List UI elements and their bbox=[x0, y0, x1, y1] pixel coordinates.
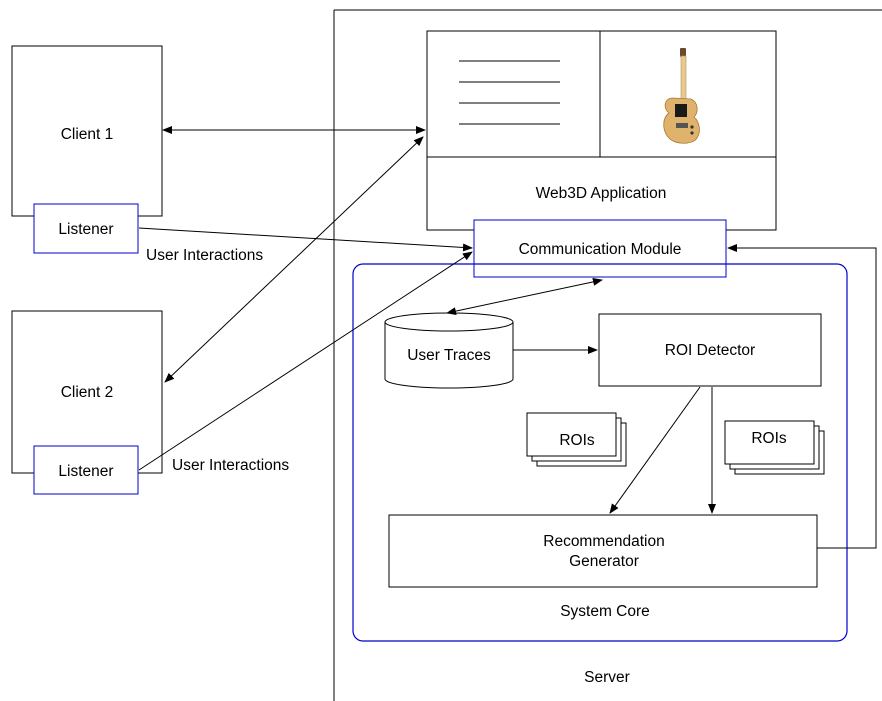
recommendation-generator-box bbox=[388, 514, 818, 588]
roi-detector-box bbox=[598, 313, 822, 387]
recommendation-generator-label-line-2: Generator bbox=[569, 553, 639, 570]
user-traces-label: User Traces bbox=[407, 347, 491, 364]
rois-stack-left bbox=[526, 412, 627, 467]
client-1-listener-box bbox=[33, 203, 139, 254]
arrow-listener1-comm bbox=[138, 227, 473, 252]
client-1-box bbox=[11, 45, 163, 217]
rois-right-label: ROIs bbox=[751, 430, 787, 447]
client-1-label: Client 1 bbox=[61, 126, 114, 143]
text-lines-icon bbox=[459, 60, 560, 125]
rois-stack-right bbox=[724, 420, 825, 475]
arrow-traces-comm bbox=[446, 277, 603, 316]
server-label: Server bbox=[584, 669, 630, 686]
client-2-listener-label: Listener bbox=[58, 463, 113, 480]
electric-guitar-icon bbox=[663, 48, 700, 144]
client-2-listener-box bbox=[33, 445, 139, 495]
rois-left-label: ROIs bbox=[559, 432, 595, 449]
communication-module-box bbox=[473, 219, 727, 278]
user-interactions-label-1: User Interactions bbox=[146, 247, 263, 264]
arrow-client2-web3d bbox=[164, 136, 424, 383]
recommendation-generator-label-line-1: Recommendation bbox=[543, 533, 664, 550]
client-2-label: Client 2 bbox=[61, 384, 114, 401]
communication-module-label: Communication Module bbox=[519, 241, 682, 258]
arrow-listener2-comm bbox=[138, 251, 473, 471]
system-core-label: System Core bbox=[560, 603, 650, 620]
user-interactions-label-2: User Interactions bbox=[172, 457, 289, 474]
system-core-boundary bbox=[352, 263, 848, 642]
arrow-generator-comm-feedback bbox=[727, 244, 877, 549]
roi-detector-label: ROI Detector bbox=[665, 342, 755, 359]
web3d-application-box bbox=[426, 30, 777, 231]
arrow-roi-generator-diagonal bbox=[609, 386, 701, 514]
web3d-application-label: Web3D Application bbox=[536, 185, 667, 202]
client-1-listener-label: Listener bbox=[58, 221, 113, 238]
